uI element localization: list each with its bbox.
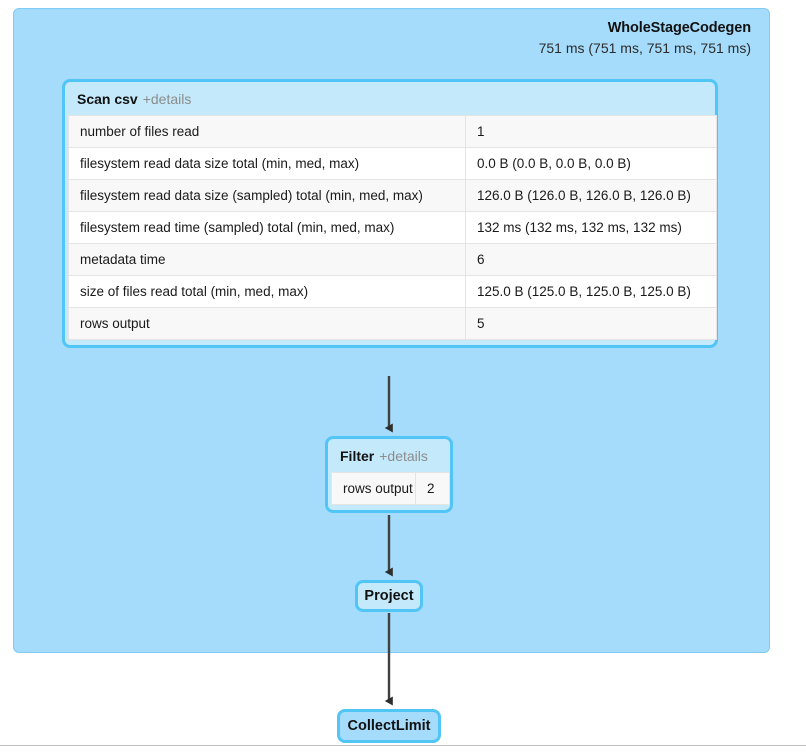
metric-value: 5 — [465, 307, 717, 340]
scan-csv-node-name: Scan csv — [77, 91, 138, 107]
filter-metrics-table: rows output 2 — [331, 472, 450, 505]
metric-value: 2 — [415, 472, 450, 505]
scan-csv-details-link[interactable]: +details — [142, 91, 192, 107]
filter-node-body: rows output 2 — [328, 472, 450, 510]
metric-key: rows output — [331, 472, 416, 505]
filter-node-name: Filter — [340, 448, 375, 464]
metric-value: 6 — [465, 243, 717, 276]
metric-value: 132 ms (132 ms, 132 ms, 132 ms) — [465, 211, 717, 244]
metric-value: 126.0 B (126.0 B, 126.0 B, 126.0 B) — [465, 179, 717, 212]
metric-key: filesystem read data size (sampled) tota… — [68, 179, 466, 212]
filter-node-title: Filter+details — [328, 439, 450, 472]
metric-value: 1 — [465, 115, 717, 148]
metric-key: metadata time — [68, 243, 466, 276]
metric-key: rows output — [68, 307, 466, 340]
plan-node-filter[interactable]: Filter+details rows output 2 — [325, 436, 453, 513]
scan-csv-metrics-rows: number of files read 1 filesystem read d… — [68, 115, 717, 340]
horizontal-scrollbar[interactable] — [0, 745, 806, 754]
table-row: rows output 2 — [331, 472, 450, 505]
scan-csv-node-title: Scan csv+details — [65, 82, 715, 115]
table-row: filesystem read time (sampled) total (mi… — [68, 211, 717, 244]
plan-node-scan-csv[interactable]: Scan csv+details number of files read 1 … — [62, 79, 718, 348]
project-node-name: Project — [364, 588, 414, 604]
table-row: filesystem read data size total (min, me… — [68, 147, 717, 180]
stage-header: WholeStageCodegen 751 ms (751 ms, 751 ms… — [538, 19, 752, 57]
filter-metrics-rows: rows output 2 — [331, 472, 450, 505]
table-row: number of files read 1 — [68, 115, 717, 148]
plan-node-project[interactable]: Project — [355, 580, 423, 612]
table-row: rows output 5 — [68, 307, 717, 340]
table-row: filesystem read data size (sampled) tota… — [68, 179, 717, 212]
plan-node-collectlimit[interactable]: CollectLimit — [337, 709, 441, 743]
metric-key: filesystem read data size total (min, me… — [68, 147, 466, 180]
table-row: metadata time 6 — [68, 243, 717, 276]
stage-title: WholeStageCodegen — [607, 20, 751, 36]
metric-key: size of files read total (min, med, max) — [68, 275, 466, 308]
metric-key: filesystem read time (sampled) total (mi… — [68, 211, 466, 244]
metric-key: number of files read — [68, 115, 466, 148]
scan-csv-node-body: number of files read 1 filesystem read d… — [65, 115, 717, 345]
stage-duration: 751 ms (751 ms, 751 ms, 751 ms) — [538, 39, 751, 56]
filter-details-link[interactable]: +details — [379, 448, 428, 464]
scan-csv-metrics-table: number of files read 1 filesystem read d… — [68, 115, 717, 340]
table-row: size of files read total (min, med, max)… — [68, 275, 717, 308]
metric-value: 125.0 B (125.0 B, 125.0 B, 125.0 B) — [465, 275, 717, 308]
collectlimit-node-name: CollectLimit — [347, 718, 431, 734]
metric-value: 0.0 B (0.0 B, 0.0 B, 0.0 B) — [465, 147, 717, 180]
